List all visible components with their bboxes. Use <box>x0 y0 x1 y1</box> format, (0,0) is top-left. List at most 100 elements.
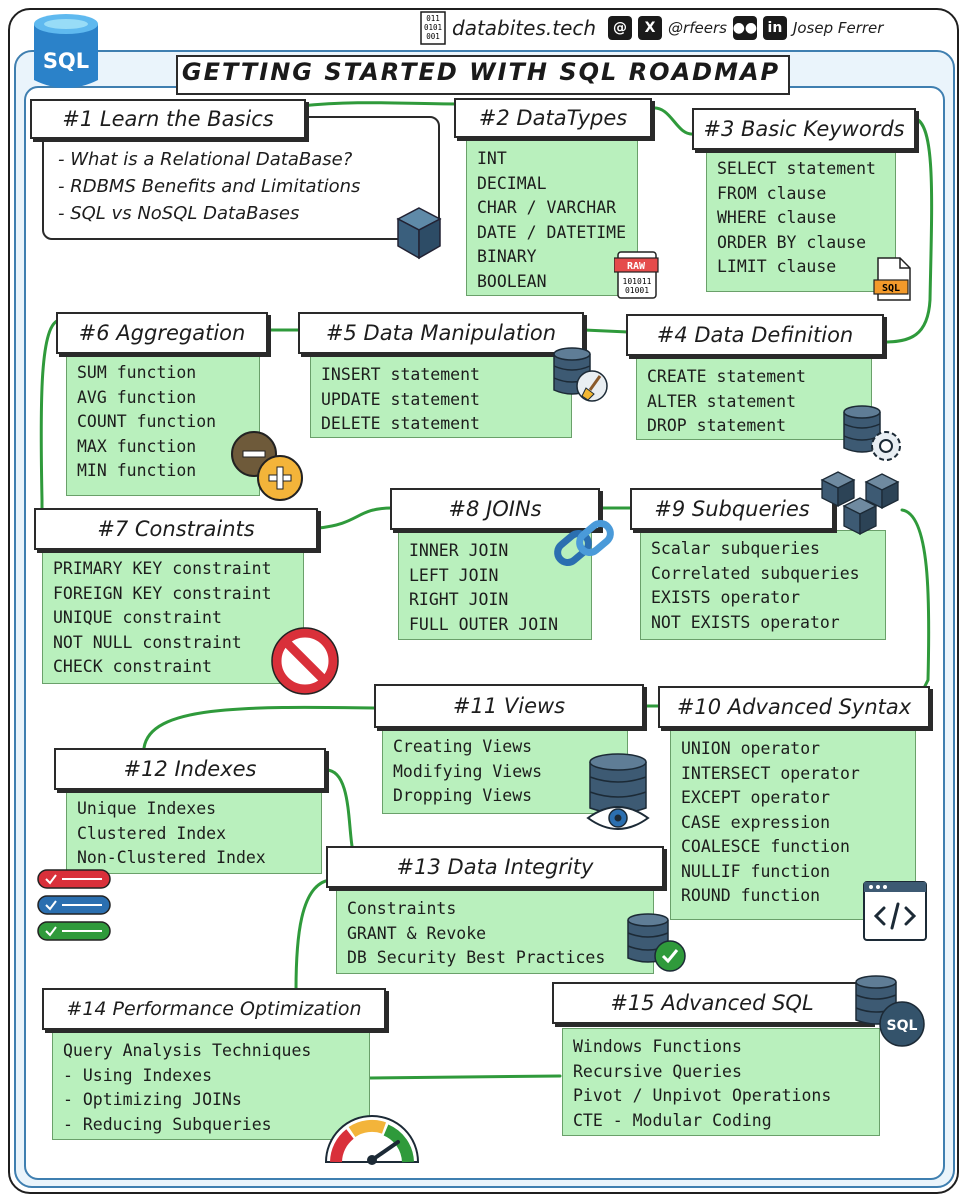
medium-icon[interactable]: ●● <box>733 16 757 40</box>
node-3-body: SELECT statement FROM clause WHERE claus… <box>706 150 896 292</box>
list-item: Unique Indexes <box>77 799 217 818</box>
list-item: WHERE clause <box>717 208 837 227</box>
list-item: CHAR / VARCHAR <box>477 198 617 217</box>
list-item: MAX function <box>77 436 197 456</box>
svg-text:SQL: SQL <box>882 283 900 294</box>
list-item: INSERT statement <box>321 365 480 384</box>
list-item: Non-Clustered Index <box>77 848 266 867</box>
list-item: - RDBMS Benefits and Limitations <box>58 176 361 197</box>
list-item: Modifying Views <box>393 761 543 781</box>
svg-text:001: 001 <box>426 32 440 41</box>
list-item: ROUND function <box>681 886 821 905</box>
list-item: INTERSECT operator <box>681 763 860 783</box>
list-item: Pivot / Unpivot Operations <box>573 1086 832 1105</box>
page-title: GETTING STARTED WITH SQL ROADMAP <box>181 58 781 86</box>
site-url[interactable]: databites.tech <box>452 16 597 40</box>
list-item: LIMIT clause <box>717 257 837 276</box>
list-item: - What is a Relational DataBase? <box>58 149 353 170</box>
prohibited-icon <box>271 627 339 695</box>
node-13-body: Constraints GRANT & Revoke DB Security B… <box>336 890 654 974</box>
linkedin-icon[interactable]: in <box>762 16 787 40</box>
svg-text:101011: 101011 <box>623 277 652 286</box>
database-view-icon <box>586 753 650 830</box>
list-item: - Reducing Subqueries <box>63 1114 272 1134</box>
chain-link-icon <box>554 520 614 566</box>
boxes-icon <box>820 471 900 536</box>
list-item: Creating Views <box>393 737 533 756</box>
list-item: CHECK constraint <box>53 657 212 676</box>
list-item: DATE / DATETIME <box>477 222 627 242</box>
list-item: NOT EXISTS operator <box>651 612 840 632</box>
list-item: BINARY <box>477 247 537 266</box>
code-window-icon <box>863 881 927 941</box>
node-15-body: Windows Functions Recursive Queries Pivo… <box>562 1028 880 1136</box>
node-10-title: #10 Advanced Syntax <box>658 686 930 728</box>
database-settings-icon <box>843 405 901 461</box>
sql-database-icon: SQL <box>855 975 925 1047</box>
node-6-body: SUM function AVG function COUNT function… <box>66 354 260 496</box>
node-2-title: #2 DataTypes <box>454 98 652 138</box>
list-item: UNIQUE constraint <box>53 608 222 627</box>
list-item: Constraints <box>347 899 457 918</box>
list-item: UNION operator <box>681 739 821 758</box>
cube-icon <box>396 207 442 260</box>
brand-bar: 011 0101 001 databites.tech @ X @rfeers … <box>420 10 883 46</box>
svg-text:0101: 0101 <box>424 23 442 32</box>
node-7-body: PRIMARY KEY constraint FOREIGN KEY const… <box>42 550 304 684</box>
list-item: Scalar subqueries <box>651 539 820 558</box>
threads-icon[interactable]: @ <box>608 16 633 40</box>
connector-1-2 <box>298 101 460 108</box>
node-13-title: #13 Data Integrity <box>326 846 664 888</box>
node-7-title: #7 Constraints <box>34 508 318 550</box>
node-8-title: #8 JOINs <box>390 488 600 530</box>
node-2-body: INT DECIMAL CHAR / VARCHAR DATE / DATETI… <box>466 140 638 296</box>
list-item: AVG function <box>77 387 197 407</box>
list-item: Query Analysis Techniques <box>63 1041 312 1060</box>
node-9-title: #9 Subqueries <box>630 488 834 530</box>
list-item: INNER JOIN <box>409 541 509 560</box>
node-11-body: Creating Views Modifying Views Dropping … <box>382 728 628 814</box>
list-item: FROM clause <box>717 183 827 203</box>
node-3-title: #3 Basic Keywords <box>692 108 916 150</box>
list-item: CTE - Modular Coding <box>573 1110 772 1130</box>
node-14-title: #14 Performance Optimization <box>42 988 386 1030</box>
list-item: INT <box>477 149 507 168</box>
list-item: FULL OUTER JOIN <box>409 614 559 634</box>
connector-9-10 <box>900 508 931 690</box>
connector-4-5 <box>582 328 630 334</box>
node-5-title: #5 Data Manipulation <box>298 312 584 354</box>
list-item: EXCEPT operator <box>681 788 831 807</box>
list-item: BOOLEAN <box>477 271 547 291</box>
list-item: COALESCE function <box>681 837 850 856</box>
list-item: COUNT function <box>77 412 217 431</box>
node-14-body: Query Analysis Techniques - Using Indexe… <box>52 1032 370 1140</box>
connector-6-7 <box>39 318 62 514</box>
list-item: EXISTS operator <box>651 588 801 607</box>
svg-text:SQL: SQL <box>43 49 89 73</box>
connector-11-12 <box>142 705 376 750</box>
connector-12-13 <box>324 768 354 848</box>
svg-text:01001: 01001 <box>625 286 649 295</box>
node-12-body: Unique Indexes Clustered Index Non-Clust… <box>66 790 322 874</box>
node-1-title: #1 Learn the Basics <box>30 99 306 139</box>
list-item: Dropping Views <box>393 786 533 805</box>
list-item: RIGHT JOIN <box>409 590 509 609</box>
list-item: - SQL vs NoSQL DataBases <box>58 203 300 224</box>
list-item: Windows Functions <box>573 1037 742 1056</box>
list-item: GRANT & Revoke <box>347 923 487 943</box>
list-item: ORDER BY clause <box>717 232 867 252</box>
connector-3-4 <box>882 116 934 344</box>
list-item: ALTER statement <box>647 391 797 411</box>
x-icon[interactable]: X <box>638 16 663 40</box>
connector-14-15 <box>368 1074 562 1080</box>
raw-file-icon: RAW 101011 01001 <box>614 251 659 299</box>
node-6-title: #6 Aggregation <box>56 312 268 354</box>
binary-file-icon: 011 0101 001 <box>420 11 446 45</box>
list-item: DECIMAL <box>477 173 547 193</box>
list-item: SELECT statement <box>717 159 876 178</box>
list-item: Correlated subqueries <box>651 563 860 583</box>
list-item: NOT NULL constraint <box>53 632 242 652</box>
list-item: FOREIGN KEY constraint <box>53 583 272 603</box>
node-5-body: INSERT statement UPDATE statement DELETE… <box>310 356 572 438</box>
handle-text: @rfeers <box>668 19 727 37</box>
